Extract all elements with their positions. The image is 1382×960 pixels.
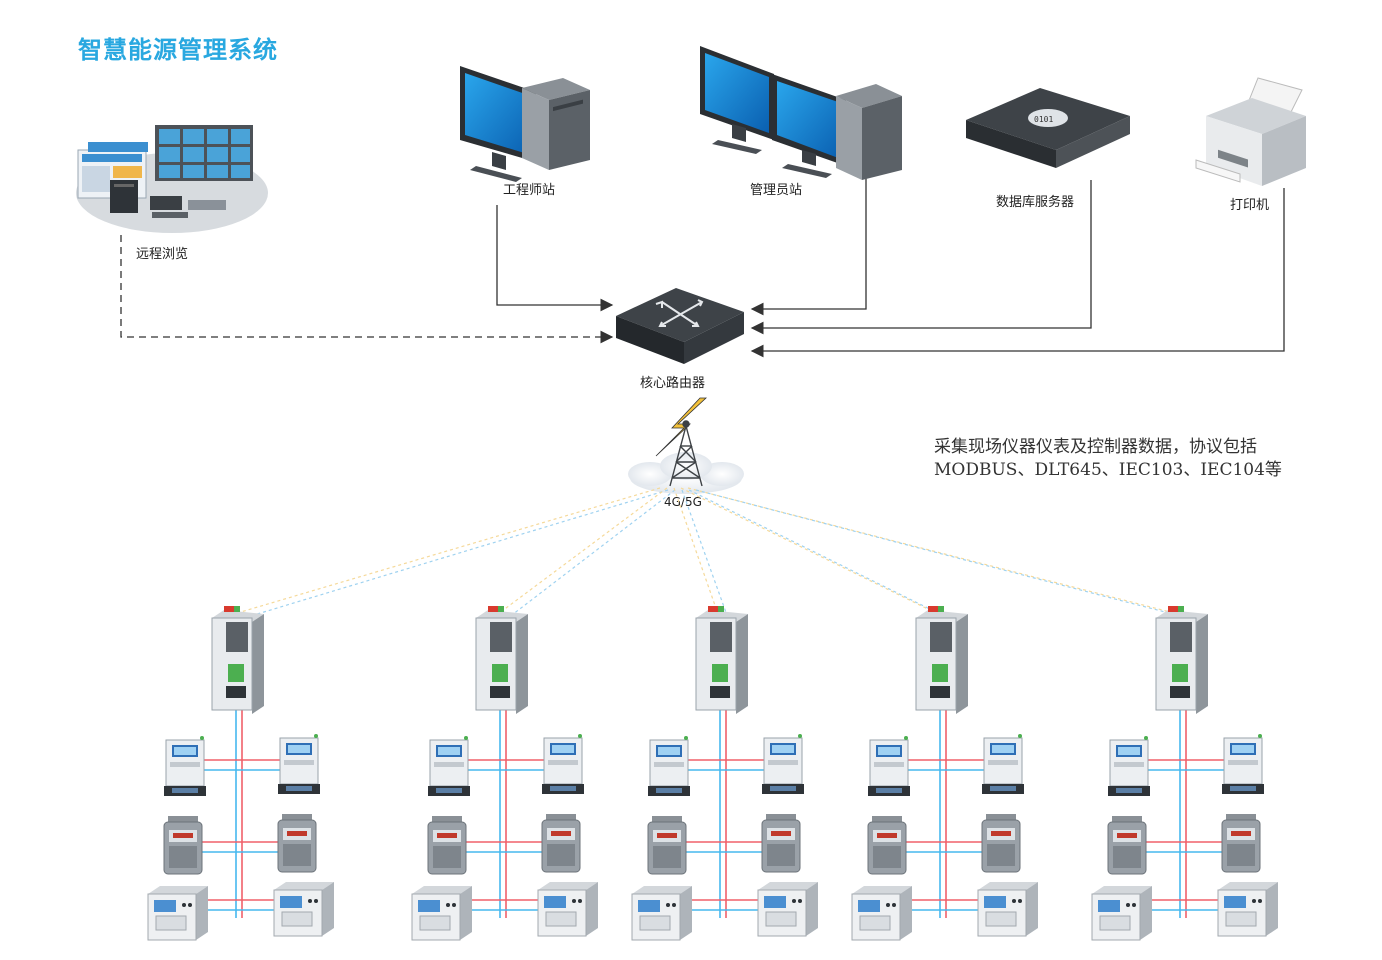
lightning-icon <box>655 397 708 457</box>
wireless-link-blue <box>695 489 1189 619</box>
protection-relay-icon <box>631 886 692 941</box>
iot-gateway-icon <box>915 606 968 714</box>
field-group <box>147 606 334 941</box>
link-admin <box>750 178 867 316</box>
iot-gateway-icon <box>475 606 528 714</box>
electric-meter-icon <box>982 734 1024 794</box>
gas-meter-icon <box>761 814 801 873</box>
core-router-icon <box>616 288 744 364</box>
wireless-link-blue <box>688 489 949 619</box>
field-device-groups <box>147 606 1278 941</box>
db-server-label: 数据库服务器 <box>996 194 1074 210</box>
electric-meter-icon <box>164 736 206 796</box>
protection-relay-icon <box>1217 882 1278 937</box>
gas-meter-icon <box>541 814 581 873</box>
wireless-link-blue <box>243 489 669 619</box>
wireless-link-yellow <box>497 487 668 615</box>
protection-relay-icon <box>273 882 334 937</box>
protection-relay-icon <box>1091 886 1152 941</box>
router-label: 核心路由器 <box>640 375 705 391</box>
link-remote <box>120 235 614 344</box>
electric-meter-icon <box>868 736 910 796</box>
gas-meter-icon <box>427 816 467 875</box>
electric-meter-icon <box>648 736 690 796</box>
cell-tower-icon <box>669 420 703 487</box>
protection-relay-icon <box>977 882 1038 937</box>
link-engineer <box>496 205 614 312</box>
printer-icon <box>1195 77 1306 186</box>
iot-gateway-icon <box>211 606 264 714</box>
gas-meter-icon <box>1107 816 1147 875</box>
electric-meter-icon <box>278 734 320 794</box>
protection-relay-icon <box>757 882 818 937</box>
cloud-icon <box>628 452 744 494</box>
wireless-link-yellow <box>673 487 719 615</box>
engineer-label: 工程师站 <box>503 183 555 198</box>
remote-browse-icon <box>76 125 268 233</box>
electric-meter-icon <box>542 734 584 794</box>
field-group <box>1091 606 1278 941</box>
electric-meter-icon <box>762 734 804 794</box>
admin-label: 管理员站 <box>750 183 802 198</box>
iot-gateway-icon <box>695 606 748 714</box>
gas-meter-icon <box>981 814 1021 873</box>
remote-label: 远程浏览 <box>136 246 188 262</box>
field-bus <box>442 708 546 918</box>
field-bus <box>662 708 766 918</box>
protection-relay-icon <box>851 886 912 941</box>
wireless-link-yellow <box>233 487 661 615</box>
svg-text:0101: 0101 <box>1034 115 1053 124</box>
db-server-icon: 0101 <box>966 88 1130 168</box>
electric-meter-icon <box>1108 736 1150 796</box>
network-label: 4G/5G <box>664 495 702 509</box>
wireless-link-blue <box>507 489 676 619</box>
gas-meter-icon <box>163 816 203 875</box>
gas-meter-icon <box>277 814 317 873</box>
admin-station-icon <box>700 46 902 180</box>
link-db <box>750 180 1092 335</box>
field-group <box>851 606 1038 941</box>
protection-relay-icon <box>411 886 472 941</box>
protection-relay-icon <box>537 882 598 937</box>
protocol-note: 采集现场仪器仪表及控制器数据，协议包括MODBUS、DLT645、IEC103、… <box>934 437 1282 480</box>
wireless-links <box>233 487 1189 619</box>
link-printer <box>750 188 1285 358</box>
wired-links <box>120 178 1285 358</box>
wireless-link-blue <box>681 489 729 619</box>
system-title: 智慧能源管理系统 <box>78 36 278 64</box>
iot-gateway-icon <box>1155 606 1208 714</box>
gas-meter-icon <box>867 816 907 875</box>
printer-label: 打印机 <box>1230 198 1269 213</box>
gas-meter-icon <box>1221 814 1261 873</box>
electric-meter-icon <box>1222 734 1264 794</box>
gas-meter-icon <box>647 816 687 875</box>
wireless-link-yellow <box>680 487 939 615</box>
electric-meter-icon <box>428 736 470 796</box>
field-group <box>631 606 818 941</box>
engineer-station-icon <box>460 66 590 182</box>
protection-relay-icon <box>147 886 208 941</box>
wireless-link-yellow <box>687 487 1179 615</box>
field-group <box>411 606 598 941</box>
